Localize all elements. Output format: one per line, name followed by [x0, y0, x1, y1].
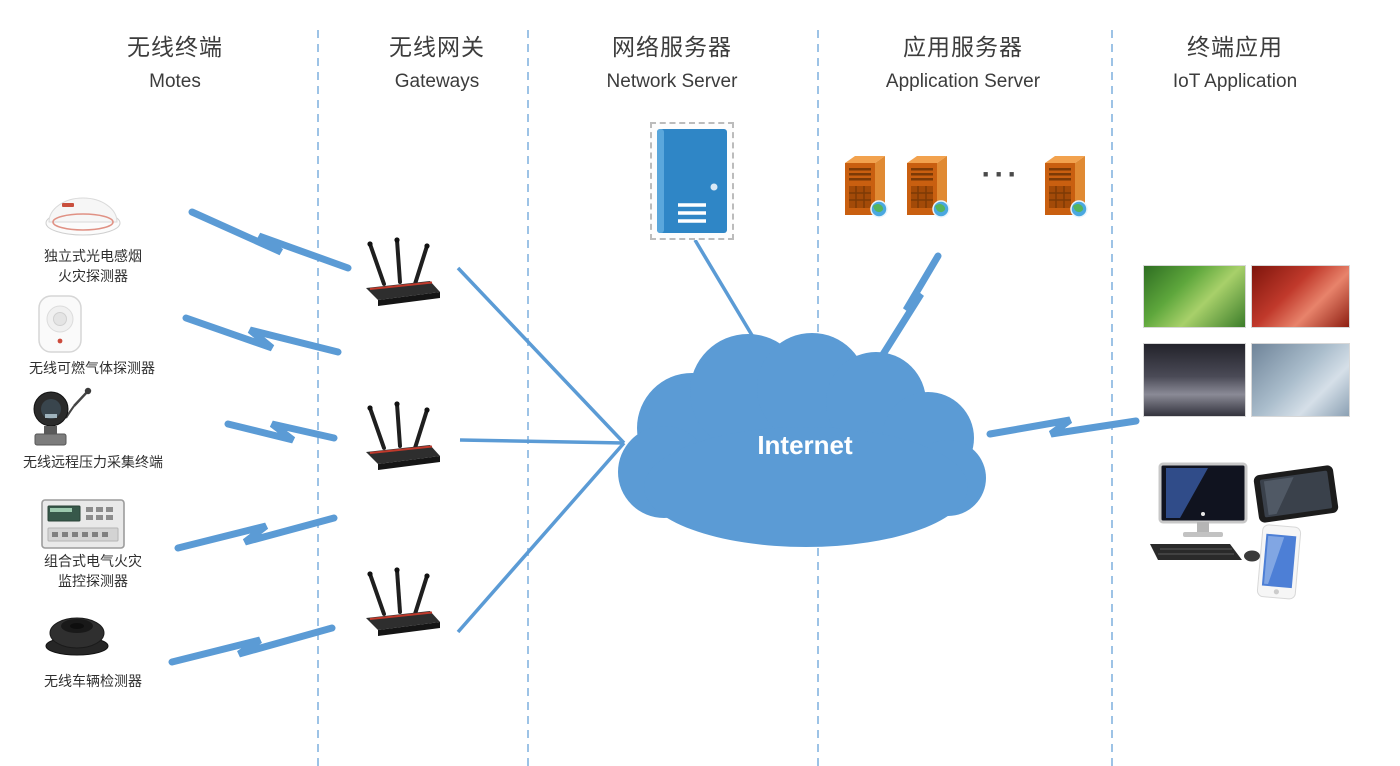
link-gateway1-cloud	[456, 266, 626, 445]
gateway-router-icon-3	[360, 566, 446, 638]
electrical-fire-monitor-icon	[40, 498, 126, 550]
iot-application-title-en: IoT Application	[1172, 71, 1298, 92]
bolt-vehicle-gateway	[168, 624, 336, 666]
industrial-plant-photo	[1251, 265, 1350, 328]
motes-title-en: Motes	[149, 71, 201, 92]
pressure-sensor-icon	[26, 386, 98, 448]
bolt-smoke-gateway	[188, 208, 352, 272]
gateways-title-zh: 无线网关	[389, 34, 485, 60]
desktop-monitor-icon	[1158, 462, 1248, 537]
column-header-iot-application: 终端应用 IoT Application	[1135, 28, 1335, 93]
factory-aerial-photo	[1251, 343, 1350, 417]
iot-application-title-zh: 终端应用	[1187, 34, 1283, 60]
application-server-icon-3	[1041, 153, 1089, 219]
bolt-electrical-gateway	[174, 514, 338, 552]
gateway-to-cloud-lines	[456, 239, 764, 634]
column-header-motes: 无线终端 Motes	[75, 28, 275, 93]
link-networkserver-cloud	[693, 239, 764, 353]
end-user-devices	[1146, 458, 1358, 610]
internet-cloud	[618, 333, 986, 547]
bolt-gas-gateway	[182, 314, 342, 356]
keyboard-icon	[1150, 544, 1242, 560]
pressure-sensor-label: 无线远程压力采集终端	[23, 454, 163, 470]
application-server-title-en: Application Server	[885, 71, 1041, 92]
smartphone-icon	[1256, 524, 1302, 600]
smoke-detector-label: 独立式光电感烟 火灾探测器	[44, 248, 142, 285]
application-server-icon-1	[841, 153, 889, 219]
motes-title-zh: 无线终端	[127, 34, 223, 60]
greenhouse-photo	[1143, 265, 1246, 328]
application-server-title-zh: 应用服务器	[903, 34, 1023, 60]
vehicle-detector-icon	[44, 613, 110, 657]
tablet-icon	[1253, 465, 1339, 523]
bolt-pressure-gateway	[224, 420, 338, 444]
electrical-fire-monitor-label: 组合式电气火灾 监控探测器	[44, 553, 142, 590]
vehicle-detector-label: 无线车辆检测器	[44, 673, 142, 689]
lightning-links	[168, 208, 1140, 666]
column-header-network-server: 网络服务器 Network Server	[572, 28, 772, 93]
column-header-application-server: 应用服务器 Application Server	[853, 28, 1073, 93]
gateway-router-icon-2	[360, 400, 446, 472]
smoke-detector-icon	[42, 183, 124, 239]
network-server-icon	[650, 122, 734, 240]
column-header-gateways: 无线网关 Gateways	[337, 28, 537, 93]
gateways-title-en: Gateways	[394, 71, 480, 92]
link-gateway3-cloud	[456, 441, 626, 634]
network-server-title-zh: 网络服务器	[612, 34, 732, 60]
bolt-cloud-application	[986, 416, 1140, 438]
link-gateway2-cloud	[459, 438, 625, 445]
bolt-appserver-cloud	[878, 252, 942, 360]
internet-label: Internet	[757, 430, 853, 460]
application-server-ellipsis: ···	[981, 158, 1021, 191]
gas-detector-label: 无线可燃气体探测器	[29, 360, 155, 376]
gateway-router-icon-1	[360, 236, 446, 308]
network-server-title-en: Network Server	[606, 71, 738, 92]
parking-garage-photo	[1143, 343, 1246, 417]
application-server-icon-2	[903, 153, 951, 219]
mouse-icon	[1244, 550, 1260, 562]
gas-detector-icon	[36, 294, 84, 354]
